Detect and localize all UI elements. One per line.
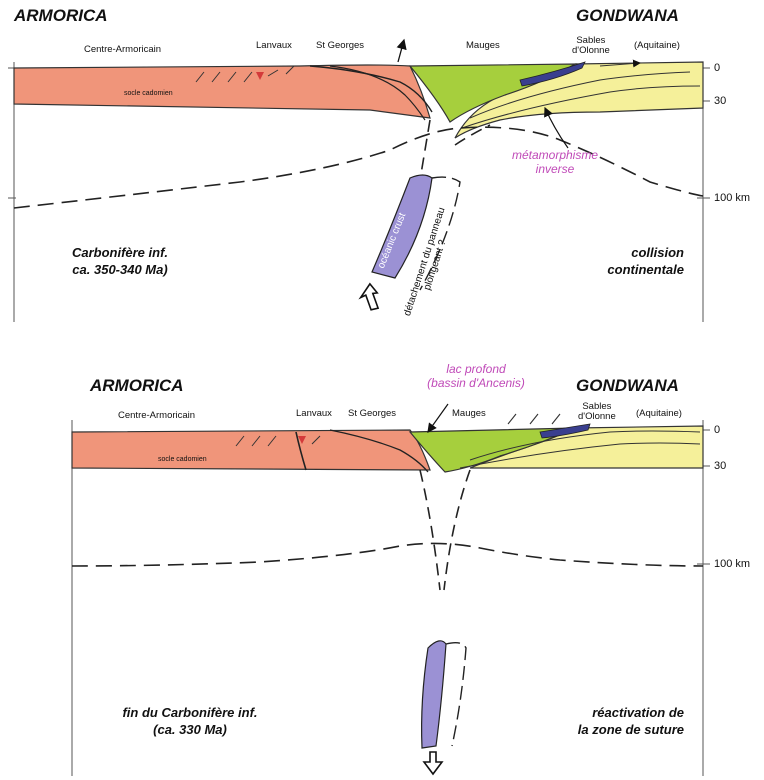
socle-label-top: socle cadomien: [124, 90, 173, 97]
caption-left-top-line1: Carbonifère inf.: [40, 244, 200, 261]
depth-30-top: 30: [714, 95, 726, 107]
region-centre-armoricain-bottom: Centre-Armoricain: [118, 410, 195, 421]
armorica-crust-top: [14, 65, 430, 118]
region-st-georges-top: St Georges: [316, 40, 364, 51]
depth-0-top: 0: [714, 62, 720, 74]
caption-right-top-line2: continentale: [560, 261, 684, 278]
caption-right-bottom-line1: réactivation de: [540, 704, 684, 721]
caption-left-bottom: fin du Carbonifère inf. (ca. 330 Ma): [100, 704, 280, 738]
region-lanvaux-top: Lanvaux: [256, 40, 292, 51]
suture-dashed-top: [420, 120, 430, 180]
caption-right-top-line1: collision: [560, 244, 684, 261]
detached-slab-bottom: [422, 641, 446, 748]
region-sables-top: Sables d'Olonne: [572, 36, 610, 56]
suture-dashed-right: [444, 470, 470, 590]
detached-slab-outline: [446, 643, 466, 746]
caption-left-top: Carbonifère inf. ca. 350-340 Ma): [40, 244, 200, 278]
lake-pointer-arrow: [428, 404, 448, 432]
sables-line2-top: d'Olonne: [572, 46, 610, 56]
caption-right-bottom: réactivation de la zone de suture: [540, 704, 684, 738]
gondwana-label-bottom: GONDWANA: [576, 376, 679, 396]
lithosphere-base-bottom: [72, 543, 703, 566]
region-lanvaux-bottom: Lanvaux: [296, 408, 332, 419]
region-sables-bottom: Sables d'Olonne: [578, 402, 616, 422]
armorica-label-bottom: ARMORICA: [90, 376, 184, 396]
depth-30-bottom: 30: [714, 460, 726, 472]
slab-down-arrow-top: [358, 282, 385, 311]
metamorphism-line2: inverse: [500, 162, 610, 176]
armorica-label-top: ARMORICA: [14, 6, 108, 26]
depth-100-top: 100 km: [714, 192, 750, 204]
caption-right-bottom-line2: la zone de suture: [540, 721, 684, 738]
suture-dashed-left: [420, 470, 440, 590]
depth-100-bottom: 100 km: [714, 558, 750, 570]
lake-label: lac profond (bassin d'Ancenis): [406, 362, 546, 390]
region-aquitaine-top: (Aquitaine): [634, 40, 680, 51]
lake-line2: (bassin d'Ancenis): [406, 376, 546, 390]
socle-label-bottom: socle cadomien: [158, 456, 207, 463]
slab-down-arrow-bottom: [424, 752, 442, 774]
gondwana-label-top: GONDWANA: [576, 6, 679, 26]
normal-fault-marks: [508, 414, 560, 424]
caption-left-bottom-line2: (ca. 330 Ma): [100, 721, 280, 738]
sables-line2-bottom: d'Olonne: [578, 412, 616, 422]
metamorphism-label: métamorphisme inverse: [500, 148, 610, 176]
depth-0-bottom: 0: [714, 424, 720, 436]
caption-left-bottom-line1: fin du Carbonifère inf.: [100, 704, 280, 721]
region-centre-armoricain-top: Centre-Armoricain: [84, 44, 161, 55]
top-panel: [8, 40, 710, 322]
armorica-crust-bottom: [72, 430, 430, 470]
caption-left-top-line2: ca. 350-340 Ma): [40, 261, 200, 278]
lake-line1: lac profond: [406, 362, 546, 376]
caption-right-top: collision continentale: [560, 244, 684, 278]
region-mauges-bottom: Mauges: [452, 408, 486, 419]
region-mauges-top: Mauges: [466, 40, 500, 51]
uplift-arrow: [398, 40, 404, 62]
region-aquitaine-bottom: (Aquitaine): [636, 408, 682, 419]
region-st-georges-bottom: St Georges: [348, 408, 396, 419]
metamorphism-line1: métamorphisme: [500, 148, 610, 162]
